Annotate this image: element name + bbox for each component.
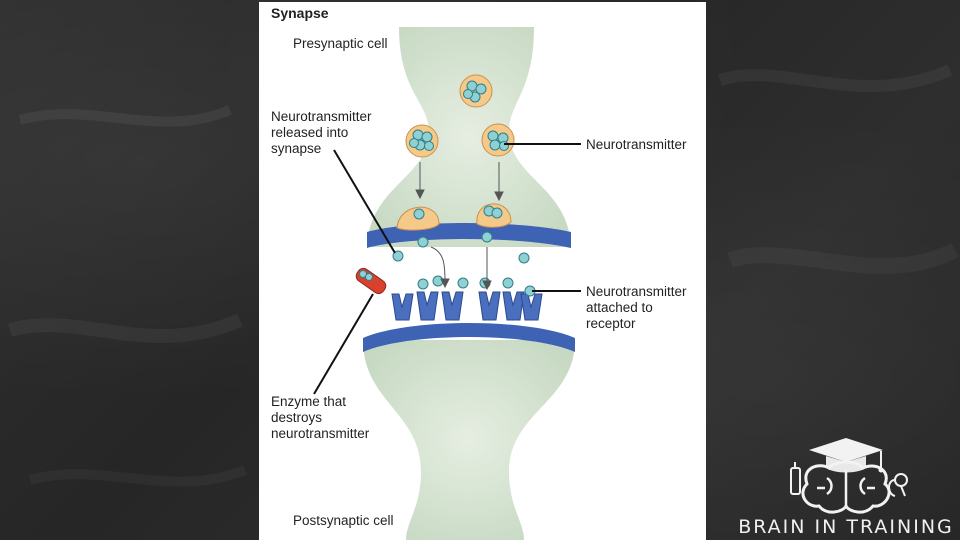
enzyme-label: Enzyme that destroys neurotransmitter <box>271 394 370 441</box>
receptor <box>478 291 501 321</box>
brain-graduation-cap-icon <box>790 438 908 514</box>
enzyme-icon <box>355 267 387 295</box>
synapse-diagram <box>313 27 581 540</box>
receptors <box>391 291 543 321</box>
released-label: Neurotransmitter released into synapse <box>271 109 372 156</box>
receptor <box>416 291 439 321</box>
presynaptic-cell <box>367 27 571 247</box>
synapse-figure: Synapse Presynaptic cell Neurotransmitte… <box>259 2 706 540</box>
flow-arrows <box>415 162 504 291</box>
attached-label: Neurotransmitter attached to receptor <box>586 284 687 331</box>
leader-lines <box>313 143 581 395</box>
presynaptic-label: Presynaptic cell <box>293 36 388 51</box>
neurotransmitters <box>392 80 536 297</box>
postsynaptic-cell <box>363 340 575 540</box>
postsynaptic-label: Postsynaptic cell <box>293 513 394 528</box>
brand-text: BRAIN IN TRAINING <box>738 516 954 538</box>
receptor <box>441 291 464 321</box>
receptor <box>520 293 543 321</box>
receptor <box>502 291 525 321</box>
postsynaptic-membrane <box>363 323 575 352</box>
neurotransmitter-label: Neurotransmitter <box>586 137 687 152</box>
figure-title: Synapse <box>271 5 329 21</box>
receptor <box>391 293 414 321</box>
brand-logo: BRAIN IN TRAINING <box>735 432 957 540</box>
